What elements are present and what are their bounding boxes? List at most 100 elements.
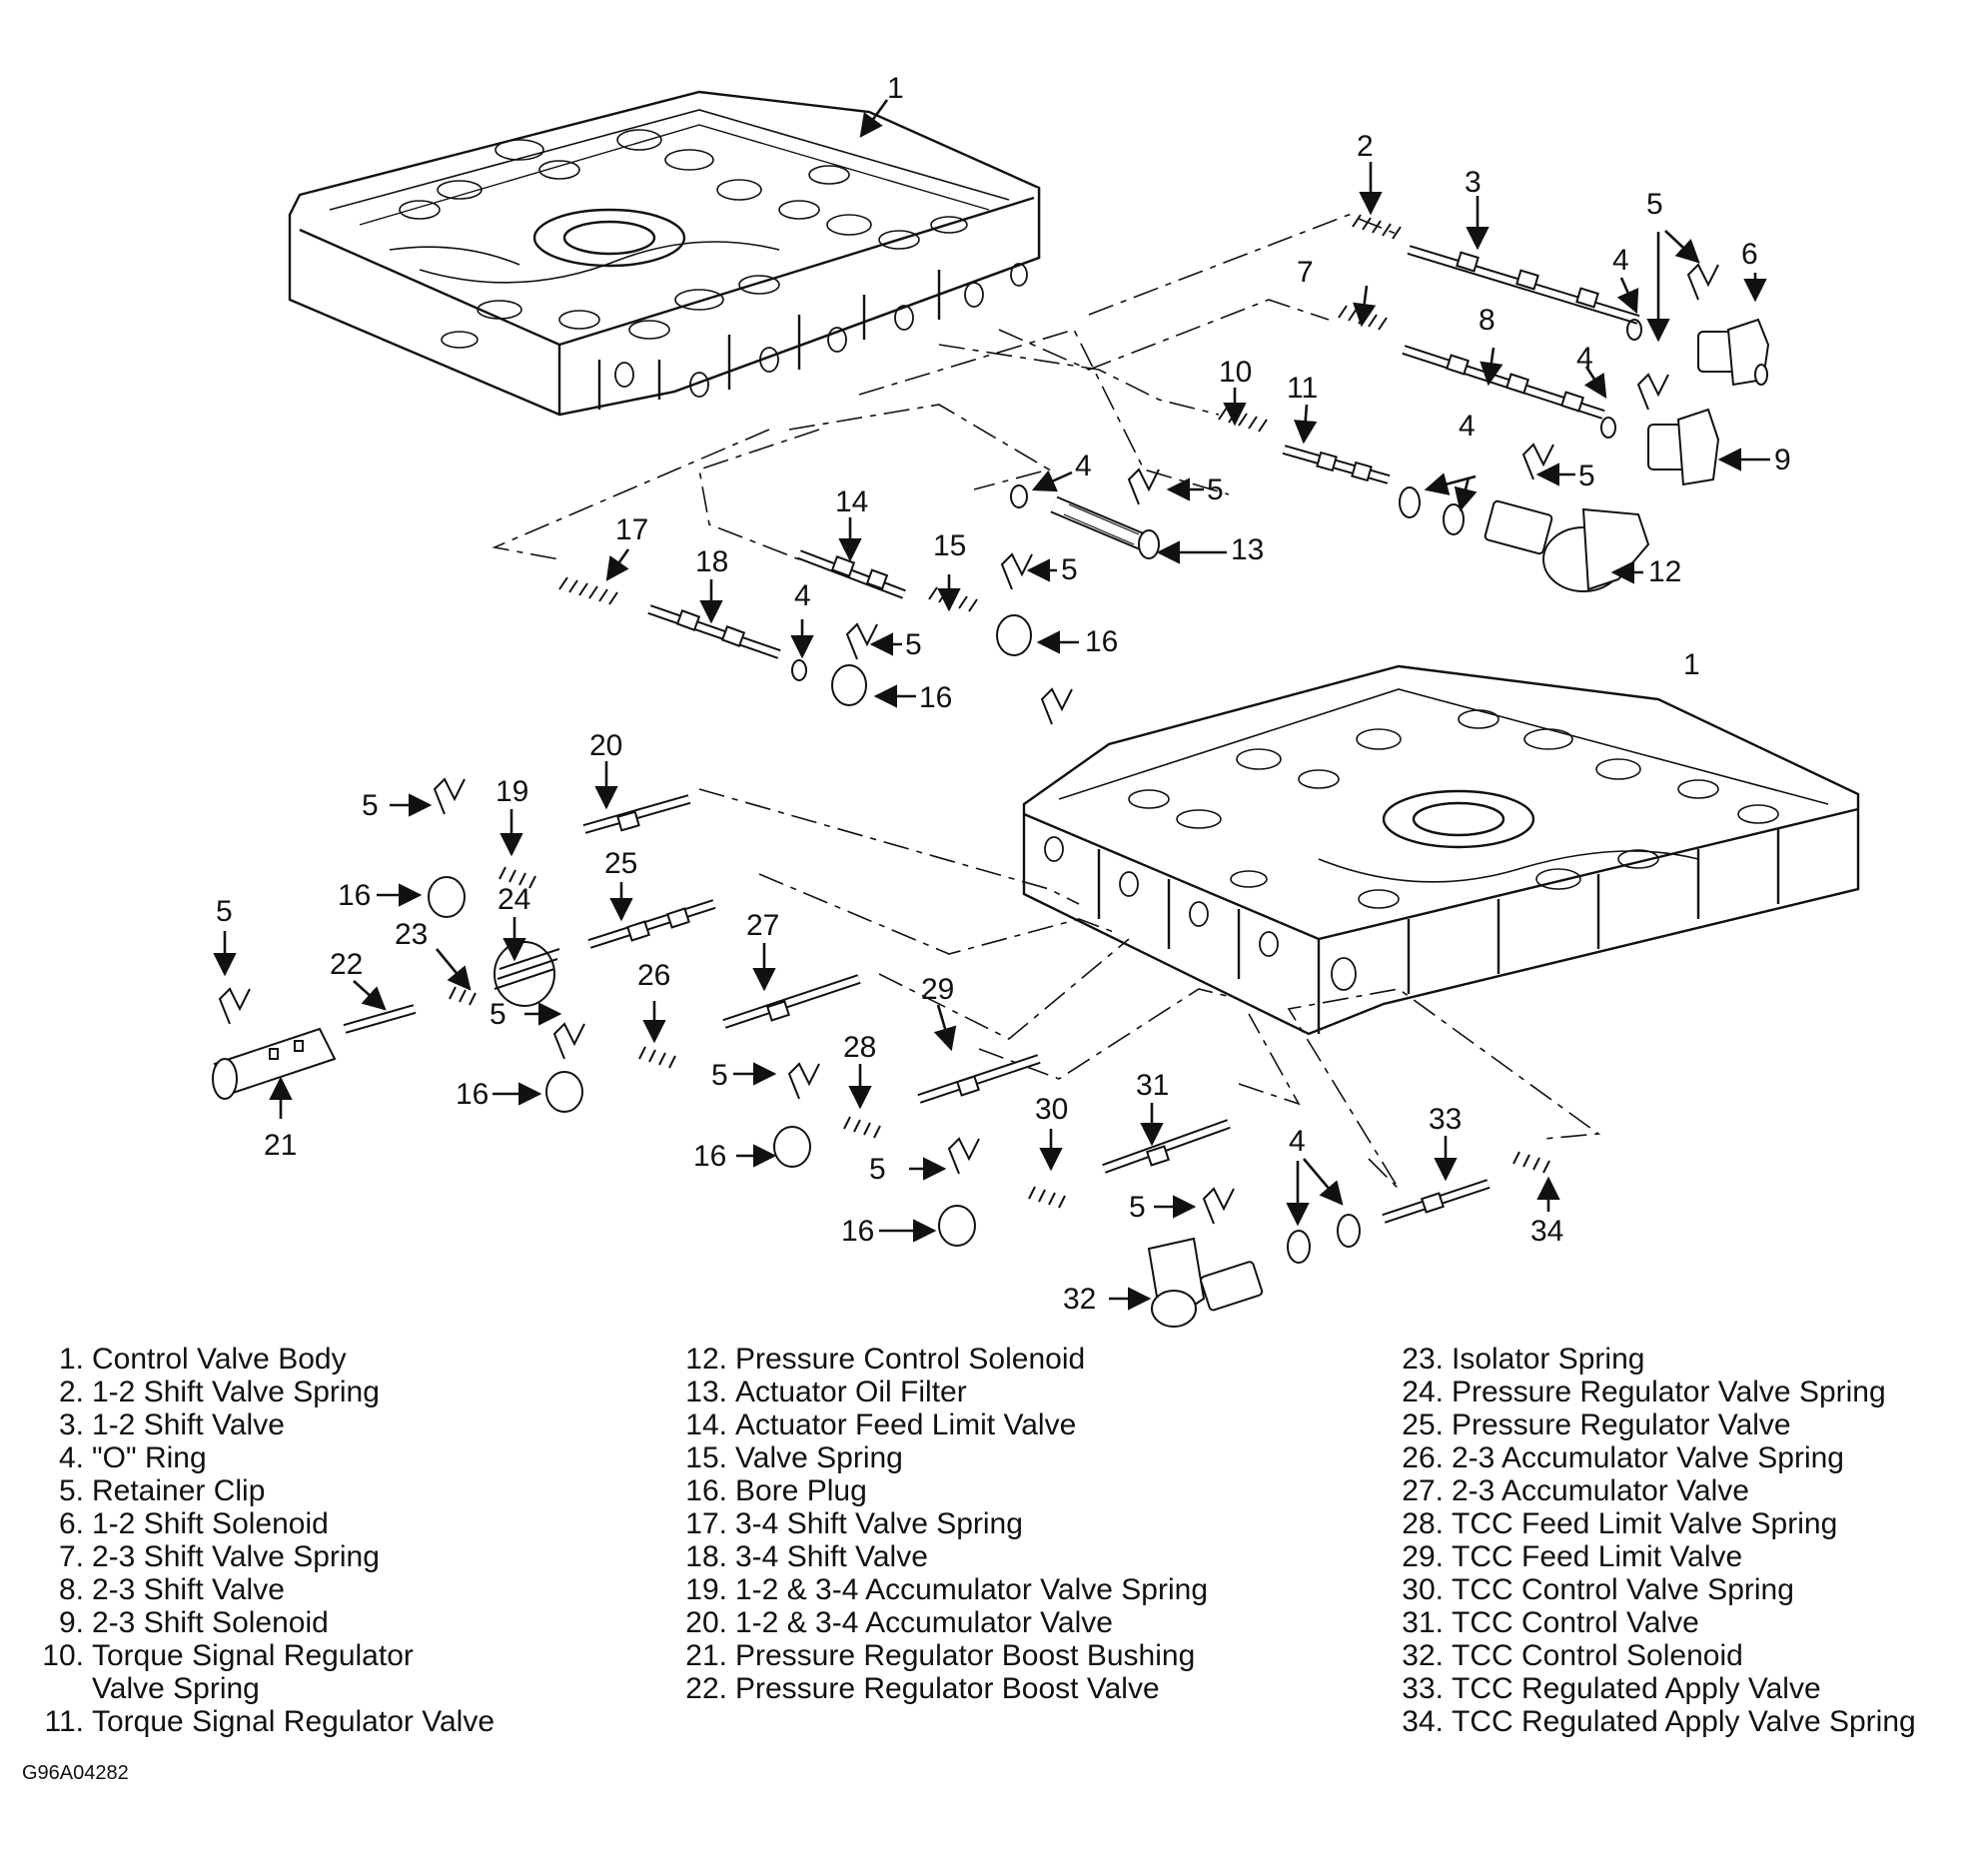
control-valve-body-lower — [1022, 664, 1860, 1036]
parts-legend-column-2: 12.Pressure Control Solenoid 13.Actuator… — [665, 1343, 1208, 1705]
callout-23: 23 — [395, 918, 428, 951]
callout-31: 31 — [1136, 1069, 1169, 1102]
lower-components — [212, 777, 1550, 1328]
callout-5-b: 5 — [1578, 460, 1595, 492]
spring-15-valve-spring — [928, 586, 978, 612]
legend-item: 20.1-2 & 3-4 Accumulator Valve — [685, 1606, 1113, 1639]
solenoid-9-2-3-shift-solenoid — [1647, 408, 1720, 486]
bore-plug-16e — [773, 1126, 811, 1168]
o-ring-4f — [791, 659, 807, 681]
spring-17-3-4-shift-valve-spring — [558, 576, 618, 605]
o-ring-4d — [1443, 503, 1465, 535]
legend-item: 25.Pressure Regulator Valve — [1402, 1408, 1791, 1441]
callout-21: 21 — [264, 1129, 297, 1162]
valve-11-torque-signal-regulator-valve — [1282, 445, 1391, 484]
callout-16-a: 16 — [1085, 625, 1118, 658]
legend-item: 7.2-3 Shift Valve Spring — [58, 1540, 380, 1573]
callout-1-upper: 1 — [887, 72, 904, 105]
spring-23-isolator-spring — [449, 986, 477, 1006]
callout-19: 19 — [496, 775, 528, 808]
legend-item: 14.Actuator Feed Limit Valve — [685, 1408, 1077, 1441]
legend-item: 28.TCC Feed Limit Valve Spring — [1402, 1507, 1838, 1540]
callout-28: 28 — [843, 1031, 876, 1064]
legend-item: 16.Bore Plug — [685, 1474, 867, 1507]
legend-item: 8.2-3 Shift Valve — [58, 1573, 285, 1606]
legend-item: 27.2-3 Accumulator Valve — [1402, 1474, 1749, 1507]
callout-4-d: 4 — [1075, 450, 1092, 482]
parts-legend-column-1: 1.Control Valve Body 2.1-2 Shift Valve S… — [30, 1343, 495, 1738]
legend-item: 4."O" Ring — [58, 1441, 207, 1474]
callout-16-d: 16 — [456, 1078, 489, 1111]
legend-item: 15.Valve Spring — [685, 1441, 903, 1474]
callout-5-a: 5 — [1646, 188, 1663, 221]
spring-34-tcc-regulated-apply-valve-spring — [1512, 1151, 1550, 1174]
callout-5-j: 5 — [869, 1153, 886, 1186]
callout-14: 14 — [835, 485, 868, 518]
spring-28-tcc-feed-limit-valve-spring — [843, 1116, 881, 1139]
valve-25-pressure-regulator-valve — [587, 899, 716, 949]
callout-16-f: 16 — [841, 1215, 874, 1248]
callout-5-d: 5 — [1061, 553, 1078, 586]
spring-24-pressure-regulator-valve-spring — [494, 941, 560, 1007]
valve-33-tcc-regulated-apply-valve — [1382, 1179, 1491, 1224]
callout-5-c: 5 — [1207, 473, 1224, 506]
valve-14-actuator-feed-limit-valve — [797, 549, 906, 599]
legend-item: 34.TCC Regulated Apply Valve Spring — [1402, 1705, 1916, 1738]
o-ring-4c — [1399, 486, 1421, 518]
callout-16-b: 16 — [919, 681, 952, 714]
valve-18-3-4-shift-valve — [647, 604, 781, 659]
legend-item: 33.TCC Regulated Apply Valve — [1402, 1672, 1821, 1705]
legend-item: 2.1-2 Shift Valve Spring — [58, 1376, 380, 1408]
callout-24: 24 — [497, 883, 530, 916]
o-ring-4g — [1287, 1230, 1311, 1264]
legend-item: 13.Actuator Oil Filter — [685, 1376, 967, 1408]
bore-plug-16d — [545, 1071, 583, 1113]
callout-16-c: 16 — [338, 879, 371, 912]
solenoid-6-1-2-shift-solenoid — [1697, 318, 1770, 387]
callout-29: 29 — [921, 973, 954, 1006]
callout-12: 12 — [1648, 555, 1681, 588]
callout-18: 18 — [695, 545, 728, 578]
bore-plug-16f — [938, 1205, 976, 1247]
legend-item: 17.3-4 Shift Valve Spring — [685, 1507, 1023, 1540]
o-ring-4e — [1010, 484, 1028, 508]
legend-item: 19.1-2 & 3-4 Accumulator Valve Spring — [685, 1573, 1209, 1606]
legend-item: 30.TCC Control Valve Spring — [1402, 1573, 1794, 1606]
retainer-clips-lower — [218, 777, 1235, 1225]
solenoid-12-pressure-control-solenoid — [1484, 499, 1650, 592]
bore-plug-16c — [428, 876, 466, 918]
spring-10-torque-signal-regulator-valve-spring — [1218, 407, 1268, 433]
callout-4-e: 4 — [794, 579, 811, 612]
callout-8: 8 — [1479, 304, 1495, 337]
valve-8-2-3-shift-valve — [1402, 345, 1605, 420]
legend-item: 5.Retainer Clip — [58, 1474, 266, 1507]
alignment-lines — [492, 214, 1601, 1190]
callout-4-b: 4 — [1576, 342, 1593, 375]
callout-2: 2 — [1357, 130, 1374, 163]
legend-item: 11.Torque Signal Regulator Valve — [44, 1705, 496, 1738]
bore-plug-16a — [996, 614, 1032, 656]
callout-30: 30 — [1035, 1093, 1068, 1126]
o-ring-4h — [1337, 1214, 1361, 1248]
valve-3-1-2-shift-valve — [1407, 245, 1640, 325]
filter-13-actuator-oil-filter — [1050, 495, 1160, 559]
callout-17: 17 — [615, 513, 648, 546]
bore-plug-16b — [831, 664, 867, 706]
control-valve-body-upper — [288, 90, 1041, 417]
legend-item: 32.TCC Control Solenoid — [1402, 1639, 1743, 1672]
callout-13: 13 — [1231, 533, 1264, 566]
legend-item: 26.2-3 Accumulator Valve Spring — [1402, 1441, 1844, 1474]
valve-29-tcc-feed-limit-valve — [917, 1054, 1041, 1104]
spring-30-tcc-control-valve-spring — [1028, 1186, 1066, 1209]
leader-arrows — [213, 99, 1770, 1311]
callout-25: 25 — [604, 847, 637, 880]
legend-item: Valve Spring — [92, 1672, 260, 1705]
legend-item: 22.Pressure Regulator Boost Valve — [685, 1672, 1160, 1705]
callout-34: 34 — [1530, 1215, 1563, 1248]
o-ring-4b — [1600, 417, 1616, 439]
callout-7: 7 — [1297, 256, 1314, 289]
legend-item: 23.Isolator Spring — [1402, 1343, 1645, 1376]
callout-15: 15 — [933, 529, 966, 562]
callout-16-e: 16 — [693, 1140, 726, 1173]
callout-4-a: 4 — [1612, 244, 1629, 277]
